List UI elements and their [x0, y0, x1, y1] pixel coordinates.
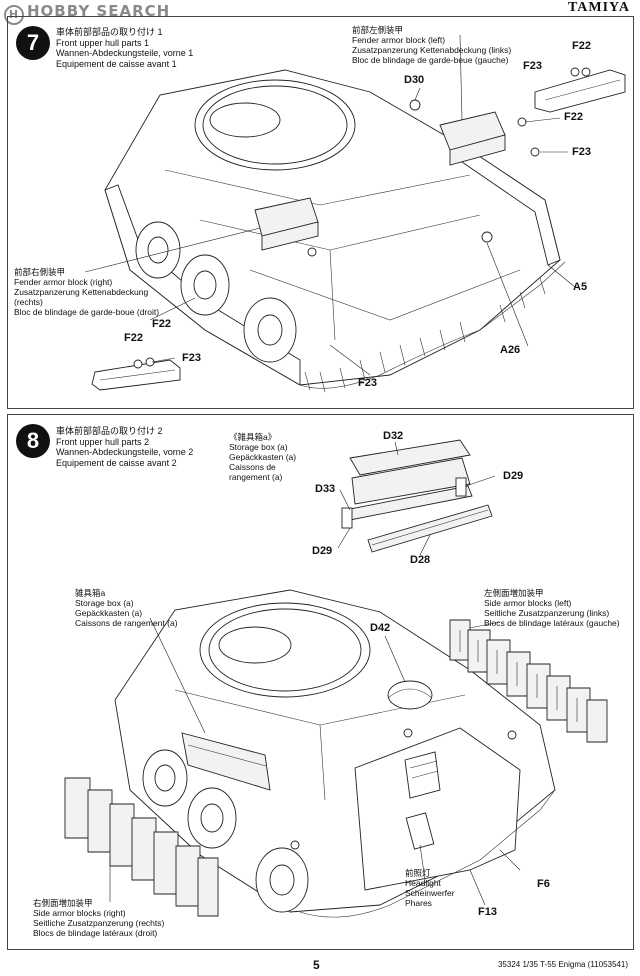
side-armor-right	[64, 777, 219, 917]
part-d33: D33	[315, 483, 336, 495]
part-f22-top: F22	[572, 40, 591, 52]
part-f6: F6	[537, 878, 550, 890]
step-8-number: 8	[16, 424, 50, 458]
road-wheels	[135, 221, 297, 363]
step-7-number: 7	[16, 26, 50, 60]
catalog-number: 35324 1/35 T-55 Enigma (11053541)	[497, 960, 628, 969]
side-armor-left-label: 左側面増加装甲 Side armor blocks (left) Seitlic…	[484, 588, 620, 628]
side-armor-left	[449, 619, 608, 743]
part-f23-detail: F23	[182, 352, 201, 364]
part-f23-bottom: F23	[358, 377, 377, 389]
step-7-panel	[7, 16, 634, 409]
part-f23-mid: F23	[572, 146, 591, 158]
part-f23-top: F23	[523, 60, 542, 72]
part-d29-right: D29	[503, 470, 524, 482]
fender-armor-right-label: 前部右側装甲 Fender armor block (right) Zusatz…	[14, 267, 160, 317]
part-a5: A5	[573, 281, 588, 293]
fender-armor-left-label: 前部左側装甲 Fender armor block (left) Zusatzp…	[352, 25, 512, 65]
part-d28: D28	[410, 554, 431, 566]
brand-logo: TAMIYA	[567, 0, 630, 15]
part-a26: A26	[500, 344, 521, 356]
part-d29-left: D29	[312, 545, 333, 557]
step-8-hull-drawing	[64, 439, 608, 918]
part-f22-mid: F22	[564, 111, 583, 123]
watermark-logo-icon: H	[4, 5, 24, 25]
part-f22-left: F22	[152, 318, 171, 330]
step-8-title: 車体前部部品の取り付け 2 Front upper hull parts 2 W…	[56, 426, 194, 468]
storage-box-label-mid: 雑具箱a Storage box (a) Gepäckkasten (a) Ca…	[75, 588, 178, 628]
step-8-panel	[7, 414, 634, 950]
step-7-title: 車体前部部品の取り付け 1 Front upper hull parts 1 W…	[56, 27, 194, 69]
part-d30: D30	[404, 74, 425, 86]
part-d32: D32	[383, 430, 404, 442]
step-7-hull-drawing	[84, 34, 626, 393]
page-number: 5	[313, 958, 320, 972]
side-armor-right-label: 右側面増加装甲 Side armor blocks (right) Seitli…	[33, 898, 165, 938]
part-f13: F13	[478, 906, 497, 918]
part-d42: D42	[370, 622, 391, 634]
headlight-label: 前照灯 Headlight Scheinwerfer Phares	[405, 868, 455, 908]
part-f22-detail: F22	[124, 332, 143, 344]
storage-box-label-top: 《雑具箱a》 Storage box (a) Gepäckkasten (a) …	[229, 432, 297, 482]
